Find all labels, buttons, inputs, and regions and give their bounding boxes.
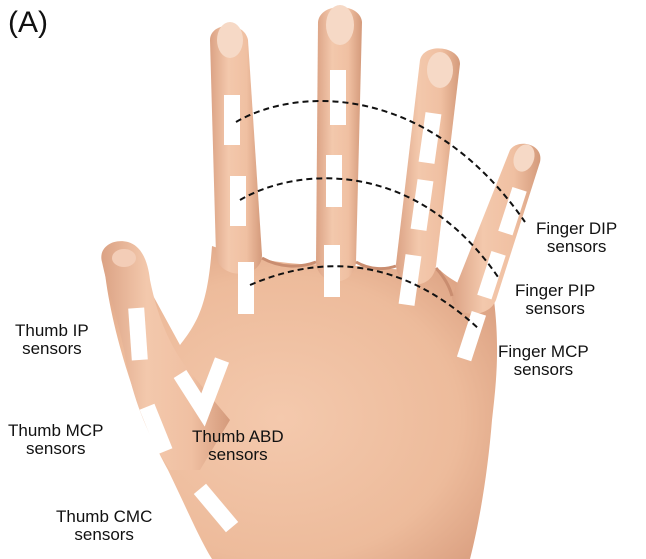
finger-dip-label-line2: sensors	[536, 238, 617, 256]
sensor-index-mcp	[238, 262, 254, 314]
finger-dip-label: Finger DIP sensors	[536, 220, 617, 256]
sensor-middle-dip	[330, 70, 346, 125]
thumb-ip-label-line1: Thumb IP	[15, 322, 89, 340]
finger-pip-label-line1: Finger PIP	[515, 282, 595, 300]
thumb-abd-label-line1: Thumb ABD	[192, 428, 284, 446]
thumb-ip-label-line2: sensors	[15, 340, 89, 358]
thumb-mcp-label-line1: Thumb MCP	[8, 422, 103, 440]
finger-mcp-label-line1: Finger MCP	[498, 343, 589, 361]
sensor-index-pip	[230, 176, 246, 226]
thumb-abd-label: Thumb ABD sensors	[192, 428, 284, 464]
panel-label: (A)	[8, 6, 48, 40]
ring-finger	[396, 48, 460, 284]
middle-nail	[326, 5, 354, 45]
thumb-cmc-label-line1: Thumb CMC	[56, 508, 152, 526]
index-nail	[217, 22, 243, 58]
finger-dip-label-line1: Finger DIP	[536, 220, 617, 238]
thumb-mcp-label: Thumb MCP sensors	[8, 422, 103, 458]
sensor-middle-mcp	[324, 245, 340, 297]
ring-nail	[427, 52, 453, 88]
sensor-middle-pip	[326, 155, 342, 207]
thumb-mcp-label-line2: sensors	[8, 440, 103, 458]
middle-finger	[316, 7, 362, 282]
thumb-nail	[112, 249, 136, 267]
thumb-ip-label: Thumb IP sensors	[15, 322, 89, 358]
index-finger	[210, 26, 262, 274]
finger-mcp-label: Finger MCP sensors	[498, 343, 589, 379]
finger-pip-label-line2: sensors	[515, 300, 595, 318]
thumb-cmc-label-line2: sensors	[56, 526, 152, 544]
thumb-cmc-label: Thumb CMC sensors	[56, 508, 152, 544]
finger-mcp-label-line2: sensors	[498, 361, 589, 379]
dip-arc	[236, 101, 525, 222]
thumb-abd-label-line2: sensors	[192, 446, 284, 464]
finger-pip-label: Finger PIP sensors	[515, 282, 595, 318]
